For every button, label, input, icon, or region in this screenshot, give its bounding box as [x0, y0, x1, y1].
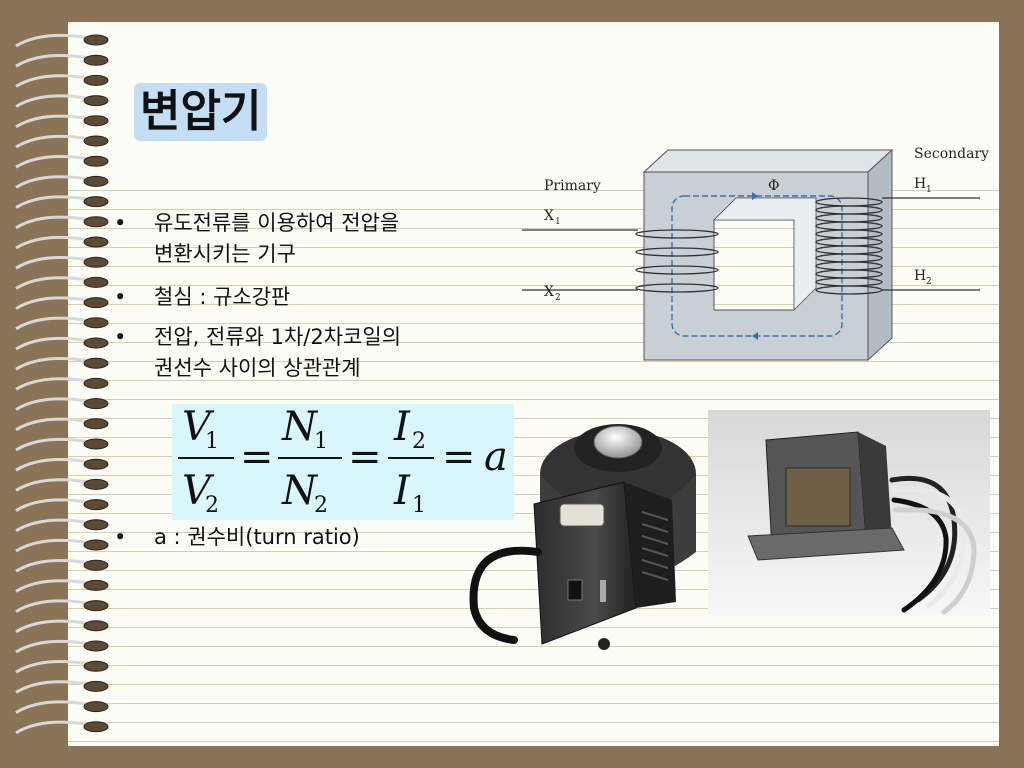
binding-ring	[15, 599, 109, 613]
binding-ring	[15, 700, 109, 714]
bullet-relation: • 전압, 전류와 1차/2차코일의 권선수 사이의 상관관계	[114, 322, 514, 384]
binding-ring	[15, 215, 109, 230]
binding-ring	[15, 357, 109, 371]
formula-n: N	[281, 468, 319, 514]
binding-ring	[15, 417, 109, 432]
formula-sub: 1	[412, 493, 426, 518]
variac-knob	[593, 425, 643, 459]
formula-sub: 1	[314, 429, 328, 454]
secondary-label: Secondary	[914, 146, 989, 162]
coil-winding	[635, 283, 719, 293]
binding-ring	[15, 155, 109, 169]
coil-winding	[635, 265, 719, 275]
binding-ring	[15, 74, 109, 88]
binding-ring	[15, 397, 109, 411]
binding-ring	[15, 377, 109, 391]
terminal-h2: H	[914, 268, 926, 284]
terminal-x1: X	[544, 208, 554, 224]
slide-title: 변압기	[134, 83, 268, 141]
flux-symbol: Φ	[768, 178, 779, 194]
mounting-bracket	[747, 527, 905, 561]
formula-sub: 2	[205, 493, 219, 518]
formula-i: I	[393, 404, 411, 450]
flux-arrow-bottom	[752, 332, 758, 340]
formula-v: V	[182, 404, 215, 450]
binding-ring	[15, 134, 109, 149]
bullet-core: • 철심 : 규소강판	[114, 282, 514, 313]
terminal-x1-sub: 1	[555, 217, 561, 227]
binding-ring	[15, 720, 109, 735]
lead-wires	[889, 475, 977, 615]
formula-equals: =	[442, 434, 476, 480]
formula-n: N	[281, 404, 319, 450]
binding-ring	[15, 559, 109, 573]
binding-ring	[15, 94, 109, 108]
formula-i: I	[393, 468, 411, 514]
terminal-h2-sub: 2	[926, 277, 932, 287]
binding-ring	[15, 639, 109, 654]
formula-sub: 2	[412, 429, 426, 454]
coil-winding	[635, 247, 719, 257]
transformer-diagram: Φ Primary Secondary X 1 X 2 H 1 H 2	[522, 146, 989, 362]
terminal-h1: H	[914, 176, 926, 192]
formula-v: V	[182, 468, 215, 514]
terminal-x2-sub: 2	[555, 293, 561, 303]
transformer-label-plate	[785, 467, 851, 527]
bullet-marker: •	[114, 285, 127, 309]
binding-ring	[15, 316, 109, 331]
binding-ring	[15, 498, 109, 512]
primary-label: Primary	[544, 178, 601, 194]
notebook-paper	[68, 22, 999, 746]
binding-ring	[15, 478, 109, 492]
variac-meter	[559, 503, 605, 527]
bullet-line: 유도전류를 이용하여 전압을	[154, 211, 400, 235]
coil-winding	[635, 229, 719, 239]
bullet-marker: •	[114, 211, 127, 235]
binding-ring	[15, 54, 109, 68]
bullet-line: 전압, 전류와 1차/2차코일의	[154, 325, 402, 349]
binding-ring	[15, 33, 109, 48]
bullet-marker: •	[114, 325, 127, 349]
secondary-coil	[815, 197, 883, 295]
bullet-line: 철심 : 규소강판	[154, 285, 291, 309]
primary-coil	[635, 229, 719, 293]
bullet-induction: • 유도전류를 이용하여 전압을 변환시키는 기구	[114, 208, 514, 270]
binding-ring	[15, 235, 109, 250]
bullet-line: 권선수 사이의 상관관계	[154, 356, 361, 380]
small-transformer-photo	[708, 410, 990, 616]
turn-ratio-formula: V 1 V 2 = N 1 N 2 = I 2 I 1 = a	[172, 404, 514, 520]
formula-equals: =	[348, 434, 382, 480]
variac-cord	[469, 546, 542, 644]
binding-ring	[15, 276, 109, 290]
bullet-line: 변환시키는 기구	[154, 242, 296, 266]
binding-ring	[15, 175, 109, 189]
terminal-x2: X	[544, 284, 554, 300]
formula-sub: 1	[205, 429, 219, 454]
binding-ring	[15, 458, 109, 472]
bullet-marker: •	[114, 525, 127, 549]
formula-a: a	[484, 434, 508, 480]
binding-ring	[15, 518, 109, 533]
spiral-binding	[15, 33, 109, 735]
binding-ring	[15, 437, 109, 452]
binding-ring	[15, 195, 109, 209]
binding-ring	[15, 538, 109, 553]
binding-ring	[15, 296, 109, 310]
binding-ring	[15, 660, 109, 674]
terminal-h1-sub: 1	[926, 185, 932, 195]
formula-equals: =	[240, 434, 274, 480]
formula-sub: 2	[314, 493, 328, 518]
binding-ring	[15, 619, 109, 634]
binding-ring	[15, 114, 109, 129]
core-window-inner	[713, 197, 817, 311]
bullet-turn-ratio: • a : 권수비(turn ratio)	[114, 522, 514, 553]
bullet-line: a : 권수비(turn ratio)	[154, 525, 360, 549]
binding-ring	[15, 336, 109, 351]
flux-arrow-top	[752, 192, 758, 200]
binding-ring	[15, 256, 109, 270]
core-top-face	[642, 149, 894, 173]
binding-ring	[15, 680, 109, 694]
variable-transformer-photo	[469, 424, 696, 650]
binding-ring	[15, 579, 109, 593]
